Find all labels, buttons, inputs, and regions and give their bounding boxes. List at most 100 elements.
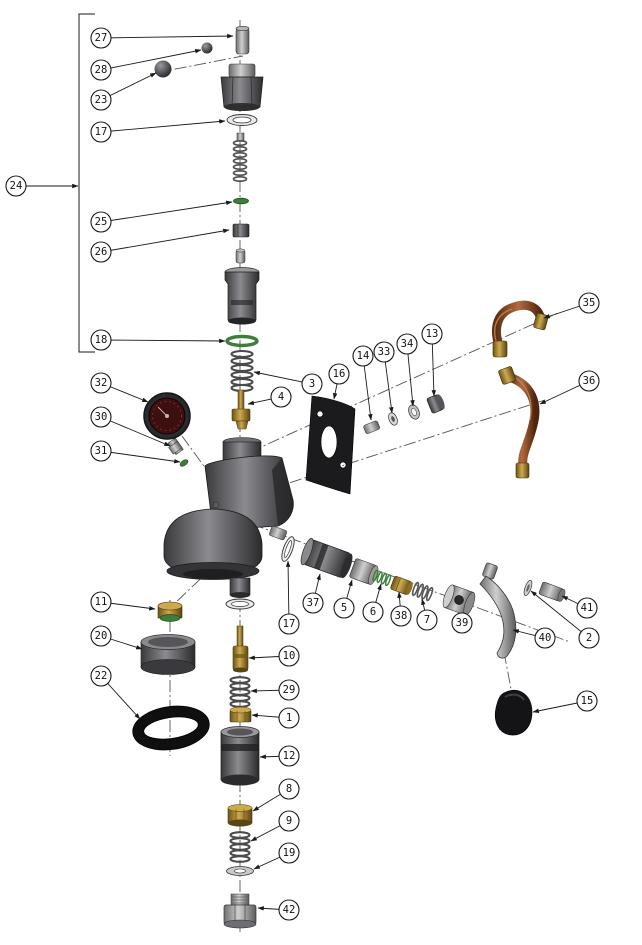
callout-label: 22 xyxy=(95,670,108,682)
callout-label: 18 xyxy=(95,334,108,346)
callout-label: 16 xyxy=(333,368,346,380)
part-spindle xyxy=(236,132,245,142)
callout-1: 1 xyxy=(278,707,300,729)
callout-2: 2 xyxy=(578,627,600,649)
part-oring-25 xyxy=(233,197,249,205)
callout-label: 37 xyxy=(307,597,320,609)
assembly-bracket-24 xyxy=(78,13,95,353)
callout-label: 23 xyxy=(95,94,108,106)
callout-26: 26 xyxy=(90,241,112,263)
part-fitting-11 xyxy=(157,601,183,622)
part-stem-10 xyxy=(232,625,249,673)
callout-18: 18 xyxy=(90,329,112,351)
callout-label: 42 xyxy=(283,904,296,916)
callout-30: 30 xyxy=(90,406,112,428)
part-lever-40 xyxy=(479,562,517,659)
callout-label: 26 xyxy=(95,246,108,258)
callout-15: 15 xyxy=(576,690,598,712)
callout-label: 28 xyxy=(95,64,108,76)
part-washer-33 xyxy=(388,412,398,426)
callout-label: 33 xyxy=(378,346,391,358)
part-plug-42 xyxy=(223,893,257,929)
callout-label: 31 xyxy=(95,445,108,457)
callout-4: 4 xyxy=(270,386,292,408)
callout-label: 38 xyxy=(395,610,408,622)
callout-label: 39 xyxy=(456,617,469,629)
callout-label: 9 xyxy=(286,815,292,827)
callout-39: 39 xyxy=(451,612,473,634)
callout-label: 11 xyxy=(95,596,108,608)
callout-label: 17 xyxy=(283,618,296,630)
callout-label: 8 xyxy=(286,783,292,795)
part-ball-small xyxy=(201,42,213,54)
part-nut-1 xyxy=(229,706,252,723)
part-copper-pipe-35 xyxy=(492,300,549,358)
callout-14: 14 xyxy=(352,345,374,367)
callout-29: 29 xyxy=(278,679,300,701)
part-bracket-16 xyxy=(305,395,356,495)
callout-41: 41 xyxy=(576,597,598,619)
callout-37: 37 xyxy=(302,592,324,614)
part-main-body xyxy=(163,437,294,598)
callout-label: 29 xyxy=(283,684,296,696)
part-washer-34 xyxy=(408,404,420,420)
part-small-pin xyxy=(235,248,246,264)
part-gauge-ring-31 xyxy=(179,459,189,467)
callout-label: 14 xyxy=(357,350,370,362)
callout-12: 12 xyxy=(278,745,300,767)
parts-layer xyxy=(132,25,566,929)
part-pin-14 xyxy=(363,420,380,434)
callout-label: 13 xyxy=(426,328,439,340)
callout-label: 30 xyxy=(95,411,108,423)
callout-label: 32 xyxy=(95,377,108,389)
callout-label: 36 xyxy=(583,375,596,387)
callout-label: 24 xyxy=(10,180,23,192)
leader-lines xyxy=(16,33,590,911)
part-knob-15 xyxy=(494,690,533,736)
callout-label: 20 xyxy=(95,630,108,642)
callout-label: 40 xyxy=(539,632,552,644)
callout-7: 7 xyxy=(416,609,438,631)
part-top-pin xyxy=(235,25,250,55)
callout-label: 10 xyxy=(283,650,296,662)
part-piston-37 xyxy=(300,537,353,579)
callout-22: 22 xyxy=(90,665,112,687)
part-gland-nut xyxy=(220,63,264,111)
part-oring-17-mid xyxy=(281,536,295,562)
callout-16: 16 xyxy=(328,363,350,385)
part-roller-39 xyxy=(442,584,476,616)
callout-35: 35 xyxy=(578,292,600,314)
part-oring-18 xyxy=(225,334,259,348)
callouts: 27 28 23 17 24 25 26 18 32 30 31 3 4 16 … xyxy=(5,27,600,921)
callout-label: 12 xyxy=(283,750,296,762)
callout-label: 15 xyxy=(581,695,594,707)
callout-label: 34 xyxy=(401,338,414,350)
callout-17-bottom: 17 xyxy=(278,613,300,635)
part-spring-6 xyxy=(372,569,392,587)
part-gauge-fitting-30 xyxy=(168,440,183,455)
callout-25: 25 xyxy=(90,211,112,233)
part-valve-body xyxy=(224,267,260,325)
callout-label: 5 xyxy=(341,602,347,614)
callout-33: 33 xyxy=(373,341,395,363)
callout-23: 23 xyxy=(90,89,112,111)
callout-19: 19 xyxy=(278,842,300,864)
callout-8: 8 xyxy=(278,778,300,800)
callout-13: 13 xyxy=(421,323,443,345)
part-ball-large xyxy=(154,60,172,78)
part-spring-9 xyxy=(229,831,251,863)
callout-11: 11 xyxy=(90,591,112,613)
callout-label: 41 xyxy=(581,602,594,614)
callout-28: 28 xyxy=(90,59,112,81)
part-oring-17-top xyxy=(226,114,258,126)
callout-20: 20 xyxy=(90,625,112,647)
part-canister-12 xyxy=(220,726,260,786)
callout-label: 3 xyxy=(309,378,315,390)
callout-label: 1 xyxy=(286,712,292,724)
part-pressure-gauge xyxy=(143,392,191,455)
callout-32: 32 xyxy=(90,372,112,394)
part-oring-17-bottom xyxy=(225,598,255,610)
callout-17-top: 17 xyxy=(90,121,112,143)
